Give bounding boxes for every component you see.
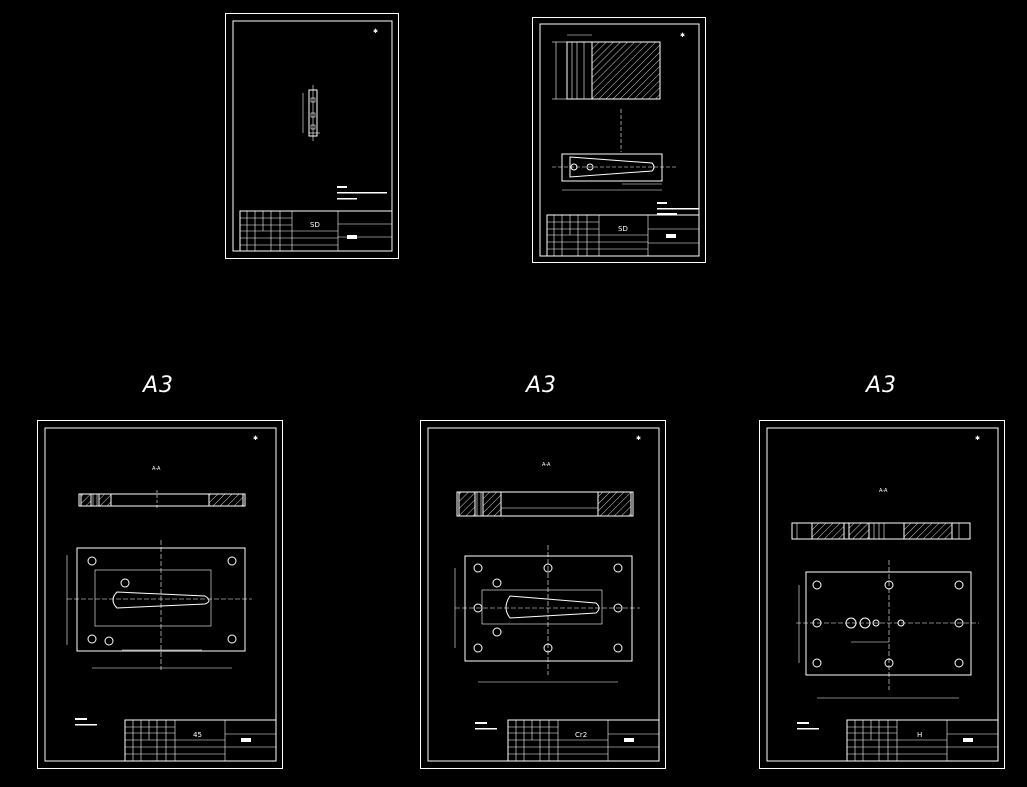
section-view	[456, 491, 634, 517]
inner-frame	[427, 427, 660, 762]
sheet-2-svg: ✱	[532, 17, 706, 263]
outer-frame	[759, 420, 1005, 769]
sheet-1-svg: ✱ SD	[225, 13, 399, 259]
sheet-size-label-3: A3	[143, 373, 175, 398]
sheet-5-svg: ✱ A-A	[759, 420, 1005, 769]
sheet-4-svg: ✱ A-A	[420, 420, 666, 769]
drawing-number: H	[917, 731, 922, 739]
section-view	[552, 34, 661, 100]
title-block	[546, 214, 700, 257]
sheet-size-label-4: A3	[526, 373, 558, 398]
section-view	[78, 490, 246, 510]
section-view	[791, 522, 971, 540]
corner-mark: ✱	[975, 435, 980, 442]
part-view	[302, 85, 320, 141]
outer-frame	[532, 17, 706, 263]
plan-view	[66, 540, 252, 670]
drawing-number: SD	[310, 221, 320, 229]
plan-view	[552, 153, 677, 191]
inner-frame	[44, 427, 277, 762]
drawing-number: SD	[618, 225, 628, 233]
section-label: A-A	[879, 488, 888, 494]
tech-notes	[75, 718, 97, 726]
tech-notes	[797, 722, 819, 730]
plan-view	[796, 560, 979, 699]
drawing-sheet-4[interactable]: ✱ A-A	[420, 420, 667, 770]
drawing-sheet-2[interactable]: ✱	[532, 17, 707, 264]
tech-notes	[475, 722, 497, 730]
drawing-sheet-3[interactable]: ✱ A-A	[37, 420, 284, 770]
drawing-sheet-5[interactable]: ✱ A-A	[759, 420, 1006, 770]
sheet-3-svg: ✱ A-A	[37, 420, 283, 769]
drawing-number: 45	[193, 731, 202, 739]
plan-view	[454, 545, 640, 683]
corner-mark: ✱	[373, 28, 378, 35]
section-label: A-A	[152, 466, 161, 472]
title-block	[507, 719, 660, 762]
corner-mark: ✱	[253, 435, 258, 442]
title-block	[239, 210, 393, 252]
corner-mark: ✱	[636, 435, 641, 442]
sheet-size-label-5: A3	[866, 373, 898, 398]
section-label: A-A	[542, 462, 551, 468]
outer-frame	[225, 13, 399, 259]
title-block	[846, 719, 999, 762]
tech-notes	[337, 186, 387, 200]
title-block	[124, 719, 277, 762]
tech-notes	[657, 202, 699, 215]
corner-mark: ✱	[680, 32, 685, 39]
inner-frame	[766, 427, 999, 762]
outer-frame	[420, 420, 666, 769]
outer-frame	[37, 420, 283, 769]
drawing-number: Cr2	[575, 731, 587, 739]
drawing-sheet-1[interactable]: ✱ SD	[225, 13, 400, 260]
